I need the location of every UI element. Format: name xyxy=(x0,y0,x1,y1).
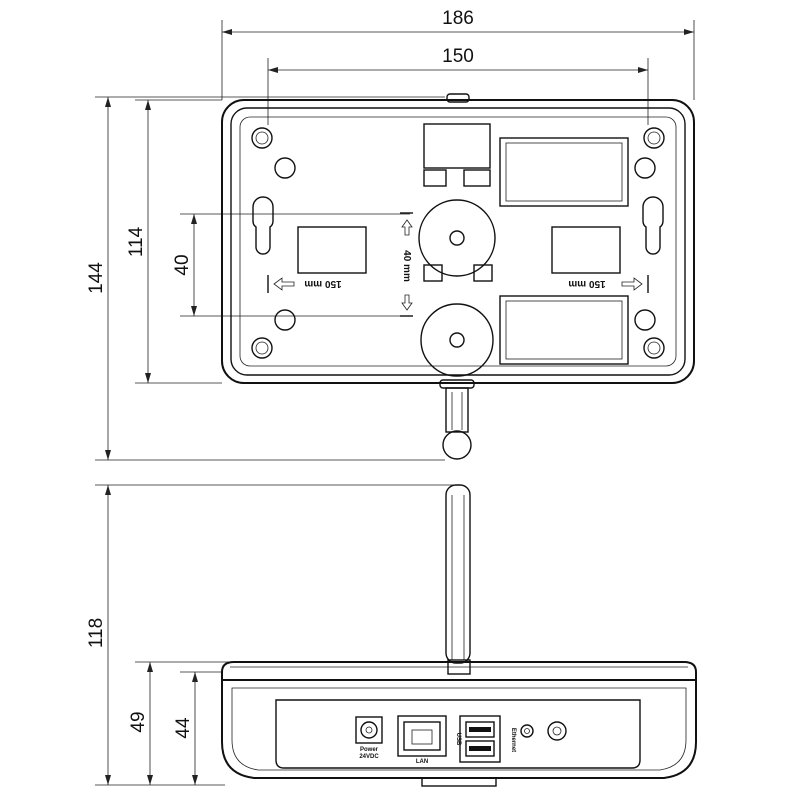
front-view: 118 49 44 xyxy=(86,484,697,787)
mark-150mm-left: 150 mm xyxy=(267,275,342,293)
dimension-label-40: 40 xyxy=(172,254,193,275)
label-24vdc: 24VDC xyxy=(359,754,379,760)
round-bosses xyxy=(274,157,656,331)
clip-right xyxy=(463,169,491,187)
mount-boss-upper xyxy=(418,199,496,282)
dimension-height-144: 144 xyxy=(86,96,445,461)
dimension-width-150: 150 xyxy=(267,46,649,125)
jack-small: Ethernet xyxy=(510,724,534,752)
housing-recess xyxy=(239,116,677,367)
clip-left xyxy=(423,169,447,187)
keyhole-slot-left xyxy=(252,196,274,255)
dimension-label-186: 186 xyxy=(442,8,474,29)
dimension-label-44: 44 xyxy=(173,717,194,739)
dimension-height-40: 40 xyxy=(172,213,410,317)
top-center-block xyxy=(423,123,491,169)
lid xyxy=(221,661,697,681)
dimension-label-49: 49 xyxy=(128,711,149,732)
mount-boss-lower xyxy=(420,303,494,377)
dimension-height-114: 114 xyxy=(126,99,222,384)
window-lower xyxy=(499,295,629,365)
port-panel xyxy=(275,699,641,769)
dimension-height-118: 118 xyxy=(86,484,455,786)
label-usb: USB xyxy=(455,733,461,746)
top-view: 186 150 144 114 xyxy=(86,8,695,461)
label-150mm-left: 150 mm xyxy=(304,278,341,289)
label-pad-right xyxy=(551,226,621,274)
usb-ports: USB xyxy=(455,715,501,763)
mark-150mm-right: 150 mm xyxy=(568,275,649,293)
label-150mm-right: 150 mm xyxy=(568,278,605,289)
jack-large xyxy=(547,721,567,741)
label-power: Power xyxy=(360,747,379,753)
dimension-label-150: 150 xyxy=(442,46,474,67)
label-pad-left xyxy=(297,226,367,274)
dimension-height-44: 44 xyxy=(173,671,222,785)
body xyxy=(221,679,697,779)
dimension-width-186: 186 xyxy=(221,8,695,100)
label-lan: LAN xyxy=(416,759,428,765)
dimension-label-114: 114 xyxy=(126,226,147,257)
antenna-upright xyxy=(445,484,471,675)
housing-outer xyxy=(221,99,695,384)
housing-inner xyxy=(230,107,686,376)
top-tab xyxy=(446,93,470,103)
label-40mm: 40 mm xyxy=(401,250,412,282)
lan-port: LAN xyxy=(397,715,447,765)
window-upper xyxy=(499,137,629,207)
dimension-label-118: 118 xyxy=(86,618,107,648)
foot xyxy=(421,777,497,787)
keyhole-slot-right xyxy=(642,196,664,255)
mark-40mm: 40 mm xyxy=(400,212,413,317)
power-jack: Power 24VDC xyxy=(355,716,383,760)
label-ethernet: Ethernet xyxy=(510,728,516,752)
corner-screw-holes xyxy=(251,127,665,359)
antenna-folded xyxy=(439,379,475,460)
dimension-label-144: 144 xyxy=(86,262,107,294)
